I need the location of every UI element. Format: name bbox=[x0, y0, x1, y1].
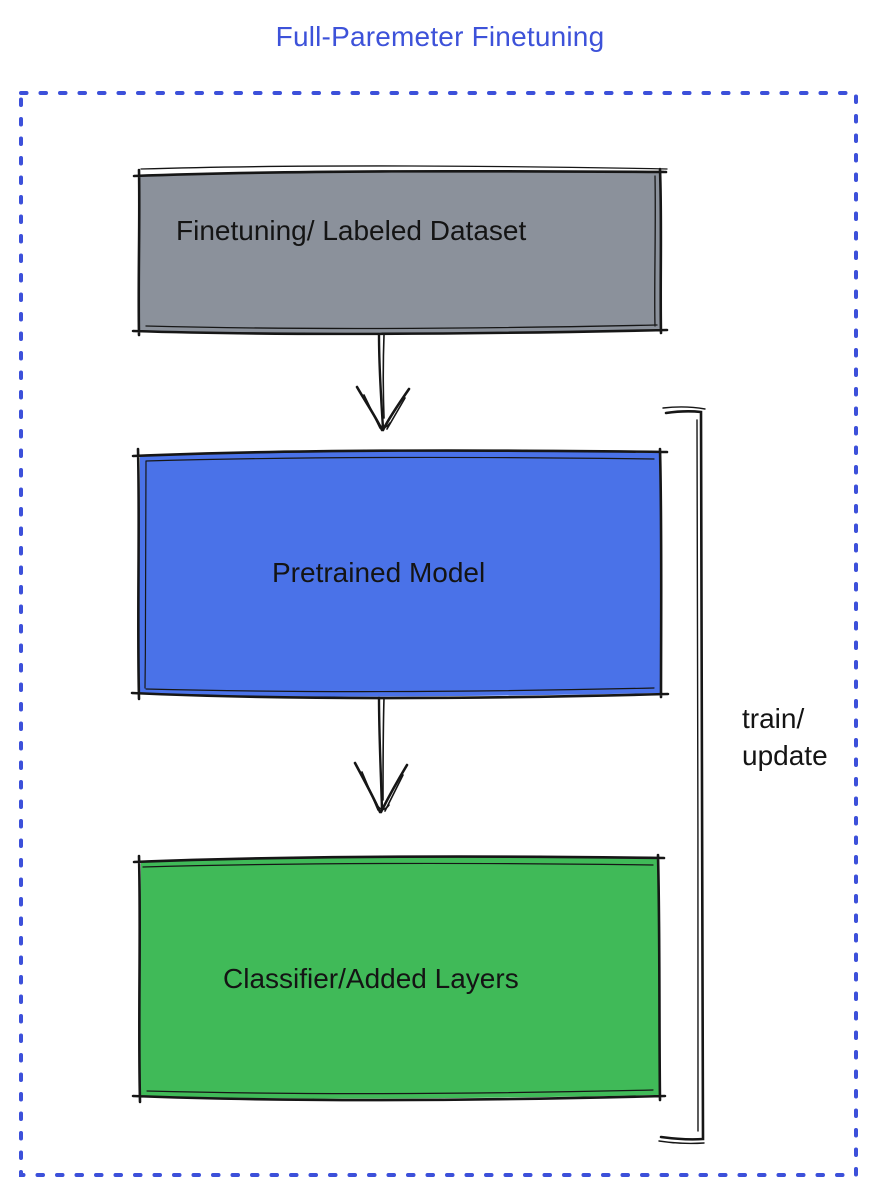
pretrained-model-box-outline bbox=[130, 447, 670, 701]
classifier-box-sketch-strokes bbox=[142, 862, 654, 1095]
dataset-box-fill bbox=[139, 172, 662, 333]
pretrained-model-box bbox=[130, 447, 670, 701]
dataset-box bbox=[131, 165, 669, 337]
train-update-label-line1: train/ bbox=[742, 703, 805, 734]
train-update-bracket bbox=[658, 406, 706, 1145]
arrow-model-to-classifier bbox=[353, 696, 409, 814]
dataset-node-label: Finetuning/ Labeled Dataset bbox=[176, 215, 527, 246]
classifier-node-label: Classifier/Added Layers bbox=[223, 963, 519, 994]
dataset-box-outline bbox=[131, 167, 669, 337]
dataset-box-sketch-strokes bbox=[140, 165, 668, 330]
pretrained-model-box-fill bbox=[139, 451, 662, 697]
diagram-title: Full-Paremeter Finetuning bbox=[275, 21, 605, 52]
arrow-dataset-to-model bbox=[355, 333, 411, 432]
train-update-label: train/ update bbox=[742, 700, 828, 774]
classifier-box-fill bbox=[139, 857, 661, 1099]
classifier-box bbox=[131, 853, 667, 1104]
pretrained-model-node-label: Pretrained Model bbox=[272, 557, 486, 588]
pretrained-model-box-sketch-strokes bbox=[144, 456, 655, 693]
classifier-box-outline bbox=[131, 853, 667, 1104]
train-update-label-line2: update bbox=[742, 740, 828, 771]
